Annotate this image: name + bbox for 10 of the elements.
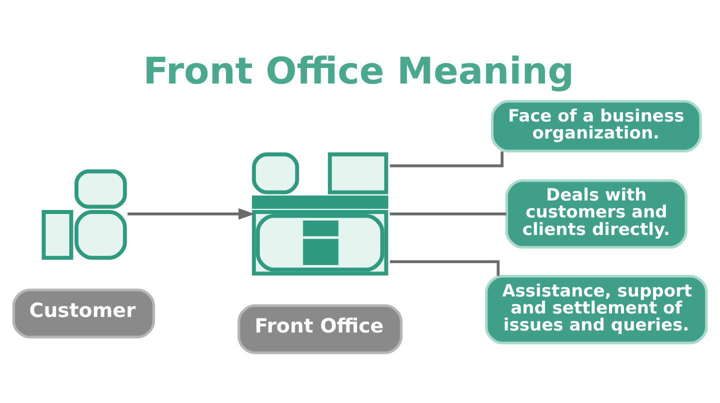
node-box: Assistance, support and settlement of issues and queries. bbox=[485, 274, 708, 344]
node-box: Customer bbox=[12, 288, 156, 338]
node-box: Front Office bbox=[238, 304, 403, 354]
node-box: Face of a business organization. bbox=[490, 100, 702, 152]
connector bbox=[390, 152, 504, 168]
arrow bbox=[128, 208, 255, 220]
diagram-title: Front Office Meaning bbox=[143, 50, 574, 93]
node-box: Deals with customers and clients directly. bbox=[505, 179, 688, 249]
connector bbox=[390, 260, 500, 276]
connector bbox=[390, 212, 506, 216]
